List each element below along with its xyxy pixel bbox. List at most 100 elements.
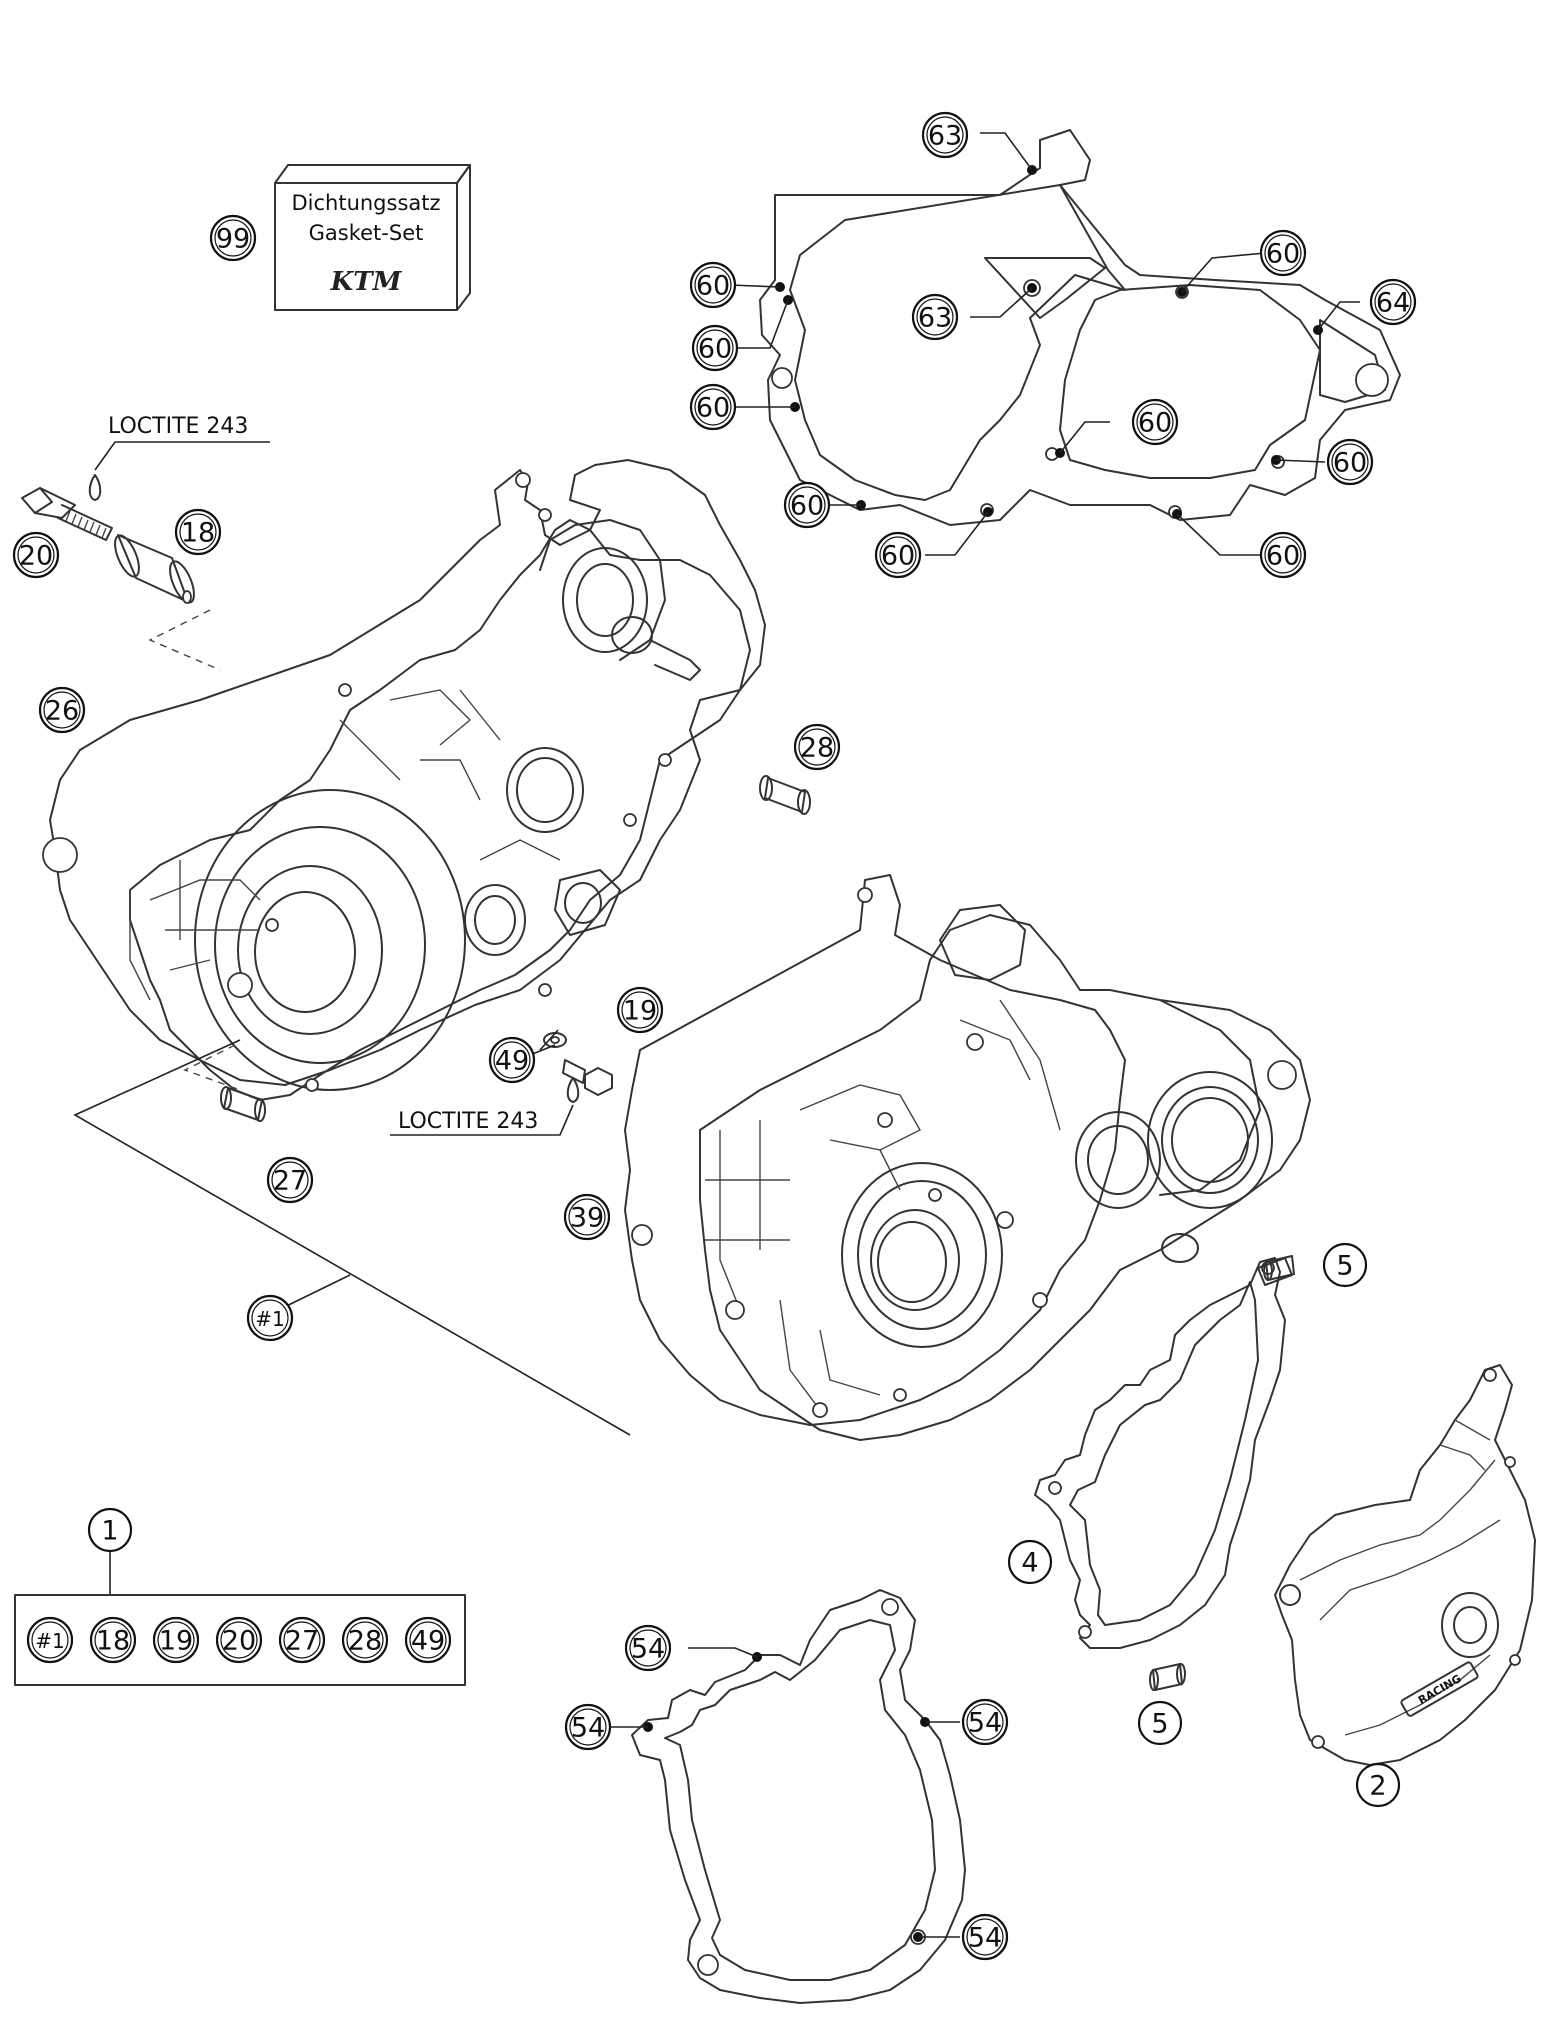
- callout-number: 39: [570, 1203, 604, 1234]
- callout-inner-ring: [31, 1621, 69, 1659]
- callout-c2: 2: [1355, 1762, 1401, 1808]
- callout-ring: [341, 1616, 389, 1664]
- callout-number: 54: [968, 1923, 1002, 1954]
- callout-inner-ring: [1136, 403, 1174, 441]
- callout-c60i: 60: [1259, 531, 1307, 579]
- ignition-cover-gasket: [1034, 1255, 1295, 1691]
- callout-inner-ring: [271, 1161, 309, 1199]
- callout-number: #1: [255, 1307, 284, 1331]
- callout-ring: [266, 1156, 314, 1204]
- callout-ring: [404, 1616, 452, 1664]
- callout-inner-ring: [966, 1918, 1004, 1956]
- callout-number: 60: [696, 271, 730, 302]
- callout-leaders: [529, 1029, 559, 1056]
- callout-ring: [1259, 229, 1307, 277]
- callout-c4: 4: [1007, 1539, 1053, 1585]
- callout-number: 1: [101, 1516, 118, 1547]
- callout-ring: [1355, 1762, 1401, 1808]
- callout-number: 2: [1369, 1771, 1386, 1802]
- callout-inner-ring: [926, 116, 964, 154]
- callout-c26: 26: [38, 686, 86, 734]
- callout-c5b: 5: [1137, 1700, 1183, 1746]
- callout-number: 5: [1336, 1251, 1353, 1282]
- callout-number: 27: [285, 1626, 319, 1657]
- callout-c63b: 63: [911, 293, 959, 341]
- callout-c18: 18: [174, 508, 222, 556]
- right-crankcase-gasket: [624, 874, 1126, 1426]
- callout-c60h: 60: [874, 531, 922, 579]
- callout-c1assy: #1: [246, 1294, 294, 1342]
- callout-ring: [87, 1507, 133, 1553]
- callout-ring: [563, 1193, 611, 1241]
- callout-ring: [1131, 398, 1179, 446]
- callout-number: 60: [790, 491, 824, 522]
- callout-ring: [783, 481, 831, 529]
- callout-number: 19: [159, 1626, 193, 1657]
- callout-c39: 39: [563, 1193, 611, 1241]
- callout-number: 60: [696, 393, 730, 424]
- callout-number: 49: [411, 1626, 445, 1657]
- callout-ring: [38, 686, 86, 734]
- callout-c64: 64: [1369, 278, 1417, 326]
- callout-inner-ring: [94, 1621, 132, 1659]
- callout-ring: [689, 261, 737, 309]
- callout-inner-ring: [251, 1299, 289, 1337]
- callout-c60f: 60: [1326, 438, 1374, 486]
- callout-ring: [246, 1294, 294, 1342]
- callout-number: 18: [181, 518, 215, 549]
- callout-inner-ring: [798, 728, 836, 766]
- callout-number: 4: [1021, 1548, 1038, 1579]
- callout-number: 27: [273, 1166, 307, 1197]
- callout-ring: [1137, 1700, 1183, 1746]
- callout-c27: 27: [266, 1156, 314, 1204]
- callout-ring: [1326, 438, 1374, 486]
- callout-inner-ring: [157, 1621, 195, 1659]
- callout-ring: [278, 1616, 326, 1664]
- callout-inner-ring: [694, 388, 732, 426]
- callout-number: 20: [222, 1626, 256, 1657]
- callout-c54a: 54: [624, 1624, 672, 1672]
- callout-number: 60: [1138, 408, 1172, 439]
- callout-c60c: 60: [691, 324, 739, 372]
- callout-c54d: 54: [961, 1913, 1009, 1961]
- callout-kit-item-0: #1: [26, 1616, 74, 1664]
- callout-ring: [911, 293, 959, 341]
- callout-number: 26: [45, 696, 79, 727]
- callout-inner-ring: [629, 1629, 667, 1667]
- callout-c20: 20: [12, 531, 60, 579]
- callout-inner-ring: [879, 536, 917, 574]
- callout-c60e: 60: [1131, 398, 1179, 446]
- callout-c5a: 5: [1322, 1242, 1368, 1288]
- callout-ring: [624, 1624, 672, 1672]
- loctite-label-bottom: LOCTITE 243: [398, 1109, 538, 1134]
- clutch-cover-gasket: [759, 129, 1401, 526]
- callout-inner-ring: [568, 1198, 606, 1236]
- callout-kit-number: 1: [87, 1507, 133, 1553]
- ignition-cover: RACING: [1274, 1364, 1536, 1766]
- callout-number: 60: [1266, 239, 1300, 270]
- callout-ring: [26, 1616, 74, 1664]
- callout-number: 60: [881, 541, 915, 572]
- callout-c54c: 54: [961, 1698, 1009, 1746]
- callout-number: 20: [19, 541, 53, 572]
- ktm-logo: KTM: [330, 267, 403, 297]
- callout-kit-item-1: 18: [89, 1616, 137, 1664]
- callout-kit-item-3: 20: [215, 1616, 263, 1664]
- callout-inner-ring: [179, 513, 217, 551]
- callout-ring: [488, 1036, 536, 1084]
- callout-kit-item-5: 28: [341, 1616, 389, 1664]
- callout-inner-ring: [1331, 443, 1369, 481]
- callout-number: 19: [623, 996, 657, 1027]
- right-crankcase-half: [699, 904, 1311, 1441]
- callout-c99: 99: [209, 214, 257, 262]
- left-crankcase-half: LOCTITE 243: [129, 519, 811, 1136]
- callout-ring: [215, 1616, 263, 1664]
- callout-ring: [921, 111, 969, 159]
- callout-number: 60: [698, 334, 732, 365]
- gasket-set-box: Dichtungssatz Gasket-Set KTM: [274, 164, 471, 311]
- callout-number: 49: [495, 1046, 529, 1077]
- callout-number: 5: [1151, 1709, 1168, 1740]
- callout-inner-ring: [569, 1708, 607, 1746]
